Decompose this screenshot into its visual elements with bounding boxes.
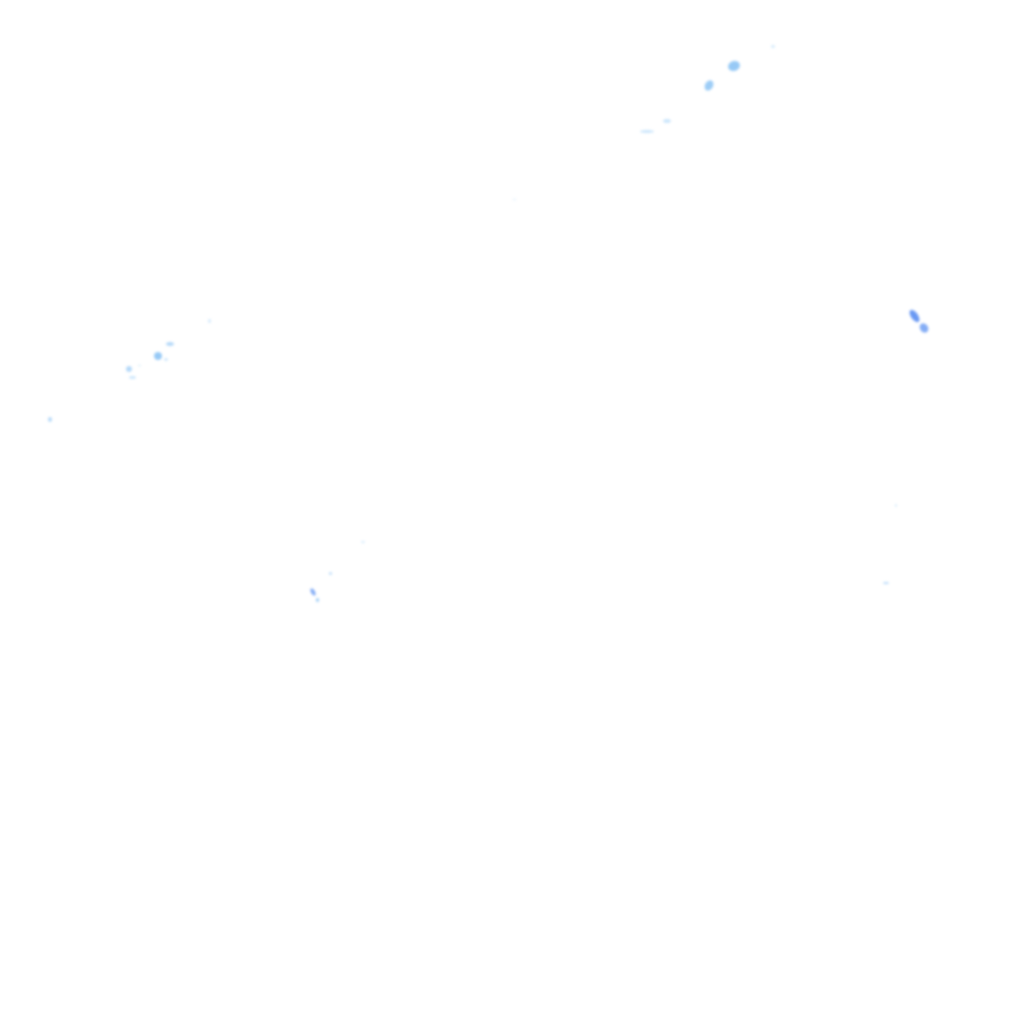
precipitation-echo (361, 541, 365, 543)
precipitation-echo (726, 59, 742, 73)
precipitation-echo (137, 363, 141, 367)
precipitation-echo (663, 119, 671, 123)
precipitation-echo (883, 582, 889, 584)
precipitation-echo (207, 319, 211, 323)
precipitation-echo (128, 375, 136, 379)
precipitation-echo (702, 78, 716, 92)
precipitation-echo (309, 587, 317, 597)
precipitation-echo (126, 366, 132, 372)
precipitation-echo (512, 197, 516, 201)
precipitation-echo (154, 352, 162, 360)
precipitation-echo (907, 308, 921, 324)
precipitation-echo (640, 129, 654, 133)
precipitation-echo (328, 571, 332, 575)
precipitation-echo (895, 503, 897, 507)
precipitation-echo (48, 416, 52, 422)
precipitation-echo (917, 321, 931, 335)
precipitation-echo (771, 44, 775, 48)
precipitation-echo (315, 598, 319, 602)
precipitation-echo (164, 357, 168, 361)
precipitation-echo (166, 342, 174, 346)
